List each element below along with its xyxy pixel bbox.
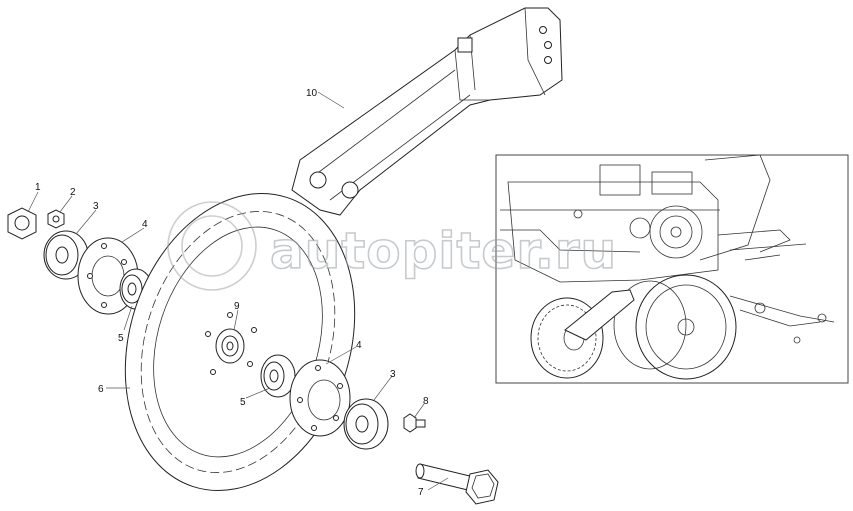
assembly-inset <box>495 154 849 384</box>
callout-9: 9 <box>234 301 240 312</box>
callout-8: 8 <box>423 396 429 407</box>
center-collar-part <box>215 328 245 364</box>
callout-5-right: 5 <box>240 397 246 408</box>
leader-lines <box>27 91 449 491</box>
callout-4: 4 <box>142 219 148 230</box>
callout-3: 3 <box>93 201 99 212</box>
callout-10: 10 <box>306 88 318 99</box>
callout-6: 6 <box>98 384 104 395</box>
callout-2: 2 <box>70 187 76 198</box>
watermark-text: autopiter.ru <box>270 222 617 280</box>
watermark-logo: autopiter.ru <box>167 201 617 291</box>
callout-7: 7 <box>418 487 424 498</box>
callout-5: 5 <box>118 333 124 344</box>
small-bolt-part <box>403 413 426 433</box>
spacer-washer-part <box>43 230 89 280</box>
callout-3-right: 3 <box>390 369 396 380</box>
bearing-part-right <box>260 354 296 398</box>
hex-bolt-part <box>415 463 499 505</box>
hub-flange-part-right <box>289 359 351 437</box>
callout-4-right: 4 <box>356 340 362 351</box>
callout-1: 1 <box>35 182 41 193</box>
spacer-washer-part-right <box>343 398 389 450</box>
lock-nut-part <box>7 207 37 240</box>
small-nut-part <box>47 209 65 229</box>
bracket-arm-part <box>291 7 563 216</box>
